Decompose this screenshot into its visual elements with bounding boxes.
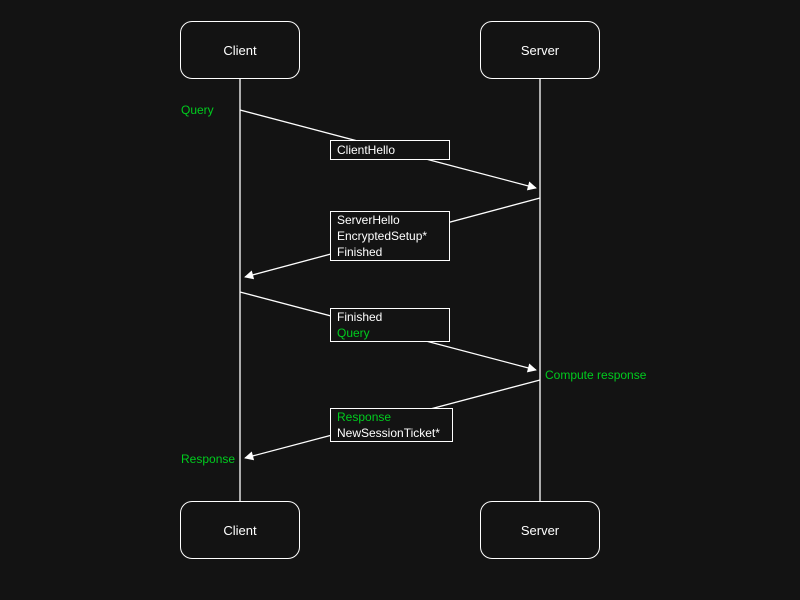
message-text: ClientHello — [337, 143, 396, 157]
actor-label-server: Server — [520, 522, 560, 538]
message-label-response-ticket: Response NewSessionTicket* — [330, 408, 453, 442]
annotation-compute-response: Compute response — [545, 368, 647, 382]
message-text: ServerHello — [337, 213, 400, 227]
actor-box-client-top: Client — [180, 21, 300, 79]
message-label-clienthello: ClientHello — [330, 140, 450, 160]
actor-box-client-bottom: Client — [180, 501, 300, 559]
message-label-serverhello: ServerHello EncryptedSetup* Finished — [330, 211, 450, 261]
actor-box-server-top: Server — [480, 21, 600, 79]
message-label-finished-query: Finished Query — [330, 308, 450, 342]
message-text: EncryptedSetup* — [337, 229, 428, 243]
actor-label-client: Client — [223, 522, 257, 538]
annotation-response: Response — [181, 452, 236, 466]
message-text: Finished — [337, 245, 383, 259]
message-text: Finished — [337, 310, 383, 324]
actor-box-server-bottom: Server — [480, 501, 600, 559]
message-text-accent: Query — [337, 326, 370, 340]
actor-label-client: Client — [223, 42, 257, 58]
actor-label-server: Server — [520, 42, 560, 58]
annotation-query: Query — [181, 103, 214, 117]
message-text: NewSessionTicket* — [337, 426, 440, 440]
message-text-accent: Response — [337, 410, 392, 424]
